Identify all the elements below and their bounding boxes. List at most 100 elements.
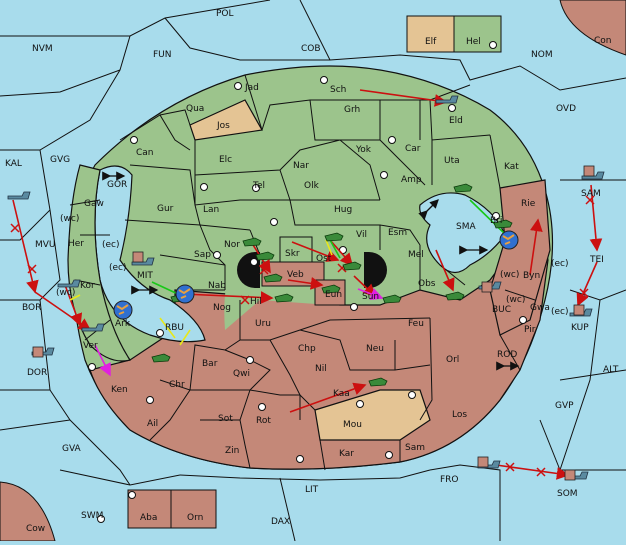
province-label-pol: POL: [216, 9, 234, 19]
province-label-neu: Neu: [366, 344, 384, 354]
province-label-elc: Elc: [219, 155, 232, 165]
province-label-qwi: Qwi: [233, 369, 250, 379]
province-label-rot: Rot: [256, 416, 271, 426]
province-label-gaw: Gaw: [84, 199, 104, 209]
province-label-wc3: (wc): [500, 270, 519, 280]
province-label-lit: LIT: [305, 485, 319, 495]
province-label-bor: BOR: [22, 303, 41, 313]
province-label-cob: COB: [301, 44, 321, 54]
province-label-ark: Ark: [115, 319, 131, 329]
province-label-feu: Feu: [408, 319, 424, 329]
province-label-tei: TEI: [589, 255, 604, 265]
province-label-can: Can: [136, 148, 154, 158]
province-label-hel: Hel: [466, 37, 481, 47]
province-label-zin: Zin: [225, 446, 239, 456]
province-label-vil: Vil: [356, 230, 367, 240]
province-label-uru: Uru: [255, 319, 271, 329]
province-label-skr: Skr: [285, 249, 300, 259]
province-label-hil: Hil: [250, 297, 262, 307]
province-label-kal: KAL: [5, 159, 22, 169]
province-label-yok: Yok: [355, 145, 372, 155]
province-label-amp: Amp: [401, 175, 422, 185]
province-label-wc4: (wc): [506, 295, 525, 305]
province-label-gva: GVA: [62, 444, 82, 454]
province-label-byn: Byn: [523, 271, 540, 281]
province-label-gvp: GVP: [555, 401, 574, 411]
province-label-orn: Orn: [187, 513, 203, 523]
province-label-obs: Obs: [418, 279, 436, 289]
province-label-dax: DAX: [271, 517, 290, 527]
province-label-rbu: RBU: [165, 323, 184, 333]
province-label-eld: Eld: [449, 116, 463, 126]
province-label-jad: Jad: [244, 83, 259, 93]
province-label-sam2: Sam: [405, 443, 425, 453]
province-label-sap: Sap: [194, 250, 211, 260]
province-label-ver: Ver: [83, 341, 98, 351]
failed-order-marks: [10, 195, 595, 477]
province-label-her: Her: [68, 239, 84, 249]
land-west-arc: [67, 164, 131, 362]
province-label-bar: Bar: [202, 359, 218, 369]
province-label-cow: Cow: [26, 524, 45, 534]
province-label-nvm: NVM: [32, 44, 53, 54]
province-label-kaa: Kaa: [333, 389, 350, 399]
center-lakes: [237, 236, 387, 306]
province-label-fun: FUN: [153, 50, 172, 60]
province-label-uta: Uta: [444, 156, 460, 166]
province-label-ost: Ost: [316, 254, 332, 264]
province-label-wc1: (wc): [60, 214, 79, 224]
province-label-kup: KUP: [571, 323, 589, 333]
province-label-rie: Rie: [521, 199, 536, 209]
province-label-nom: NOM: [531, 50, 553, 60]
province-label-tel: Tel: [252, 181, 265, 191]
province-label-con: Con: [594, 36, 612, 46]
dislodged-markers: [32, 165, 595, 481]
province-label-nab: Nab: [208, 281, 226, 291]
province-label-bri: Bri: [490, 216, 502, 226]
province-label-som: SOM: [557, 489, 578, 499]
province-label-ken: Ken: [111, 385, 128, 395]
province-label-ec4: (ec): [551, 307, 569, 317]
province-label-eun: Eun: [325, 290, 342, 300]
province-label-lan: Lan: [203, 205, 219, 215]
province-label-jos: Jos: [216, 121, 230, 131]
province-label-car: Car: [405, 144, 421, 154]
province-label-sam: SAM: [581, 189, 601, 199]
province-label-esm: Esm: [388, 228, 407, 238]
province-label-rod: ROD: [497, 350, 517, 360]
province-label-qua: Qua: [186, 104, 204, 114]
province-label-sun: Sun: [362, 292, 379, 302]
province-label-mou: Mou: [343, 420, 362, 430]
province-label-nog: Nog: [213, 303, 231, 313]
province-label-fro: FRO: [440, 475, 459, 485]
support-lines: [69, 199, 506, 377]
province-label-buc: BUC: [492, 305, 511, 315]
province-label-hug: Hug: [334, 205, 352, 215]
province-label-sot: Sot: [218, 414, 233, 424]
province-label-nar: Nar: [293, 161, 309, 171]
province-label-swm: SWM: [81, 511, 103, 521]
province-label-gur: Gur: [157, 204, 174, 214]
province-label-gor: GOR: [107, 180, 127, 190]
globe-markers: [113, 230, 519, 320]
province-label-mvu: MVU: [35, 240, 56, 250]
province-label-ec2: (ec): [551, 259, 569, 269]
province-label-pir: Pir: [524, 325, 536, 335]
supply-centers: [88, 41, 527, 523]
province-label-mel: Mel: [408, 250, 424, 260]
province-label-sch: Sch: [330, 85, 346, 95]
province-label-ec3: (ec): [109, 263, 127, 273]
province-label-kat: Kat: [504, 162, 519, 172]
province-label-orl: Orl: [446, 355, 459, 365]
province-label-sma: SMA: [456, 222, 476, 232]
province-label-olk: Olk: [304, 181, 320, 191]
province-label-chr: Chr: [169, 380, 185, 390]
province-label-kar: Kar: [339, 449, 354, 459]
strait-arrows: [102, 171, 520, 371]
province-label-chp: Chp: [298, 344, 316, 354]
province-label-ovd: OVD: [556, 104, 576, 114]
